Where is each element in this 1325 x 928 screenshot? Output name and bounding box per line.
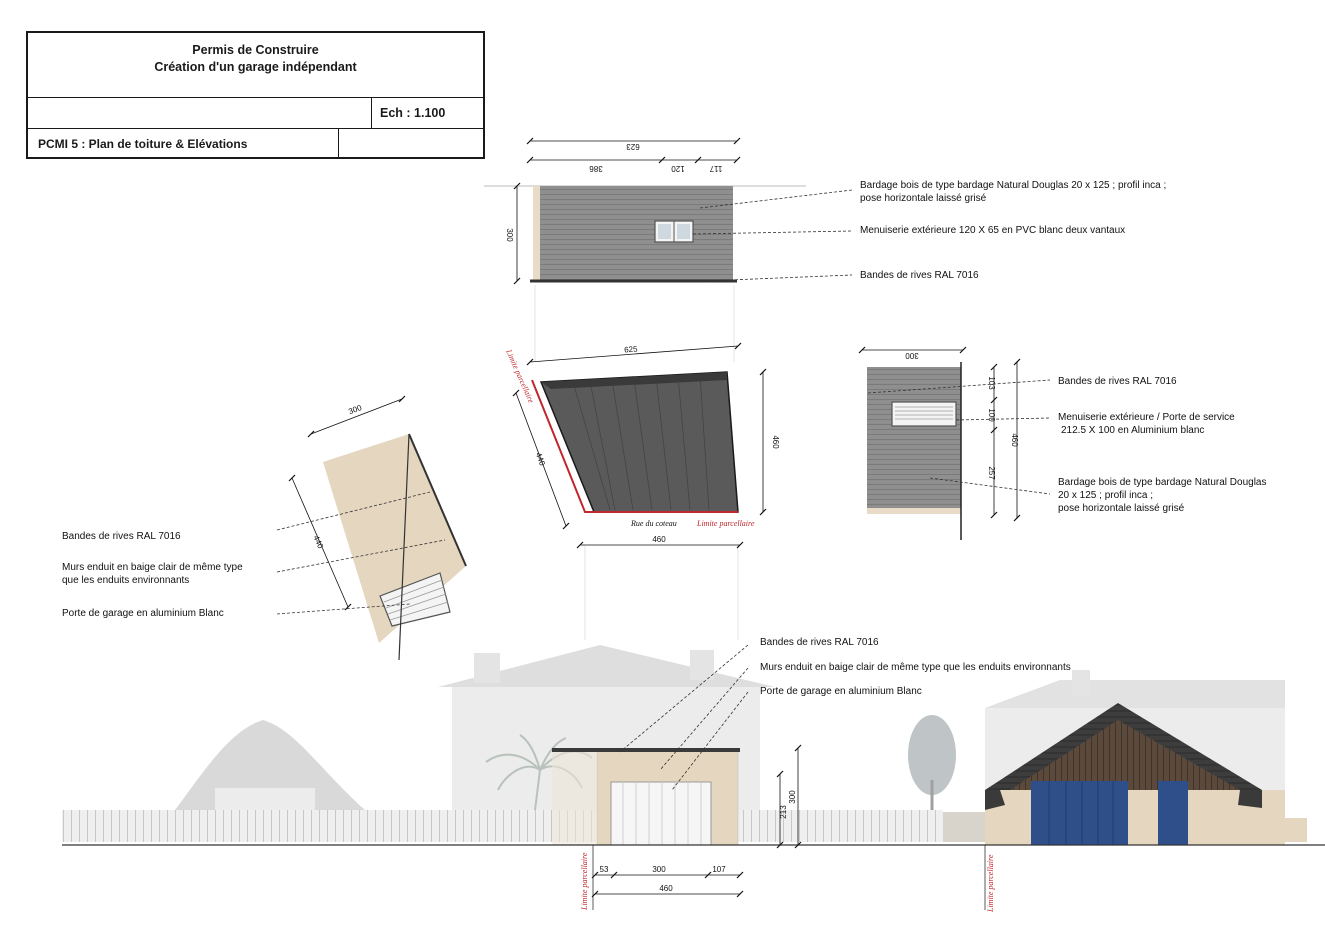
note-street-bands: Bandes de rives RAL 7016 (760, 637, 879, 648)
tilted-garage-door (379, 572, 451, 627)
limit-label-roof-left: Limite parcellaire (504, 347, 536, 404)
dim-side-total: 460 (1010, 433, 1019, 447)
dim-seg-3: 117 (709, 164, 722, 173)
dim-seg-1: 386 (589, 164, 603, 173)
limit-label-street-right: Limite parcellaire (986, 854, 995, 913)
title-block-empty-cell (338, 129, 486, 159)
title-block-header: Permis de Construire Création d'un garag… (28, 33, 483, 98)
note-left-bands: Bandes de rives RAL 7016 (62, 531, 181, 542)
property-limit-line (531, 379, 738, 513)
note-top-bands: Bandes de rives RAL 7016 (860, 270, 979, 281)
dim-height: 300 (505, 228, 514, 242)
fence-left (62, 810, 597, 842)
project-title: Création d'un garage indépendant (154, 60, 357, 74)
note-side-cladding: Bardage bois de type bardage Natural Dou… (1058, 477, 1267, 514)
note-left-door: Porte de garage en aluminium Blanc (62, 608, 224, 619)
neighbour-blue-door-large (1031, 781, 1128, 845)
street-name: Rue du coteau (630, 519, 677, 528)
title-block-middle-row: Ech : 1.100 (28, 98, 483, 129)
dim-total-height: 300 (788, 790, 797, 804)
note-side-door: Menuiserie extérieure / Porte de service… (1058, 412, 1235, 436)
dim-roof-width: 625 (624, 345, 638, 355)
title-block: Permis de Construire Création d'un garag… (26, 31, 485, 159)
dim-roof-left: 440 (534, 451, 547, 467)
project-type: Permis de Construire (192, 43, 319, 57)
limit-label-roof-bottom: Limite parcellaire (696, 519, 755, 528)
note-top-window: Menuiserie extérieure 120 X 65 en PVC bl… (860, 225, 1126, 236)
dim-bottom-right: 107 (712, 865, 726, 874)
note-street-walls: Murs enduit en baige clair de même type … (760, 662, 1071, 673)
tilted-elevation: 300 440 (276, 395, 467, 661)
neighbour-blue-door-small (1158, 781, 1188, 845)
fence-right (738, 810, 943, 842)
sheet-title: PCMI 5 : Plan de toiture & Elévations (38, 137, 248, 151)
title-block-bottom-row: PCMI 5 : Plan de toiture & Elévations (28, 129, 483, 159)
dim-side-seg-1: 103 (987, 376, 996, 390)
note-top-cladding: Bardage bois de type bardage Natural Dou… (860, 180, 1167, 204)
dim-bottom-left: 53 (600, 865, 609, 874)
scale-label: Ech : 1.100 (371, 98, 483, 128)
roof-plan: 625 460 440 460 Limite parcellaire Rue d… (504, 342, 780, 549)
dim-seg-2: 120 (671, 164, 685, 173)
north-elevation: 623 386 120 117 300 (484, 137, 853, 285)
side-elevation: 300 103 100 257 460 (858, 346, 1051, 540)
street-elevation: Limite parcellaire Limite parcellaire 53… (62, 644, 1325, 913)
dim-roof-bottom: 460 (652, 535, 666, 544)
dim-wall-height: 213 (779, 805, 788, 819)
tree (908, 715, 956, 795)
dim-tilted-width: 300 (347, 403, 363, 416)
note-left-walls: Murs enduit en baige clair de même type … (62, 562, 243, 586)
service-door (891, 401, 957, 427)
side-wood-cladding (867, 367, 961, 508)
dim-side-width: 300 (905, 351, 919, 360)
limit-label-street-left: Limite parcellaire (580, 852, 589, 911)
dim-total-width: 623 (626, 142, 640, 151)
note-street-door: Porte de garage en aluminium Blanc (760, 686, 922, 697)
wood-cladding (533, 186, 733, 280)
ghost-house-left (175, 720, 365, 810)
dim-tilted-length: 440 (311, 534, 325, 550)
roof-surface (539, 371, 739, 513)
garage-door (610, 781, 712, 846)
dim-side-seg-3: 257 (987, 466, 996, 480)
dim-bottom-mid: 300 (652, 865, 666, 874)
dim-bottom-total: 460 (659, 884, 673, 893)
dim-roof-depth: 460 (771, 435, 780, 449)
note-side-bands: Bandes de rives RAL 7016 (1058, 376, 1177, 387)
dim-side-seg-2: 100 (987, 408, 996, 422)
